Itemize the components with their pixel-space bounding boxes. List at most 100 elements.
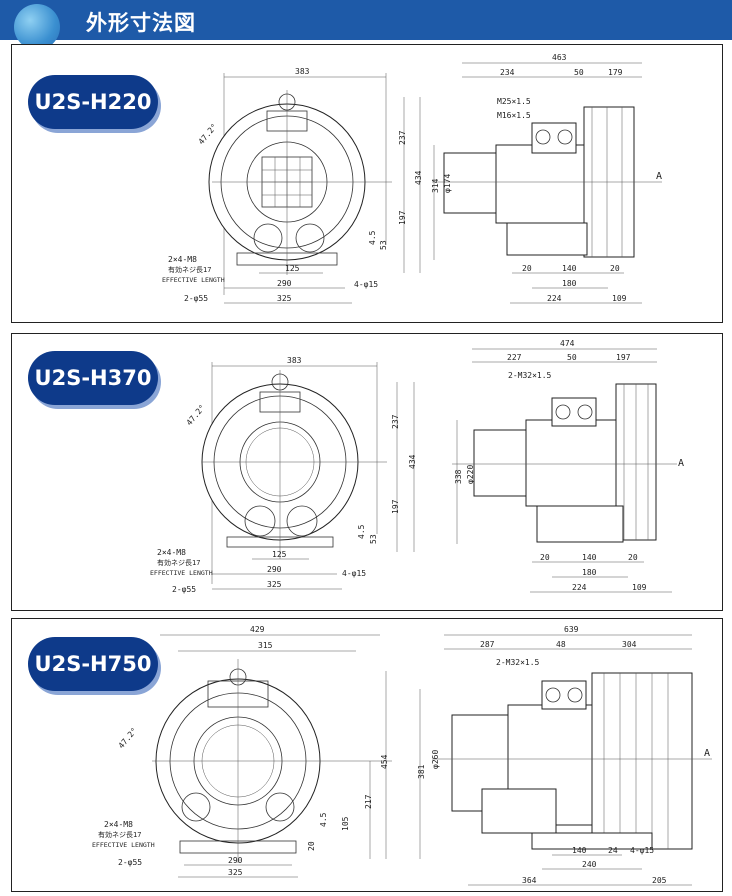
dim-right: 304 — [622, 640, 637, 649]
dim-width: 429 — [250, 625, 265, 634]
hole-dia: 2-φ55 — [172, 585, 196, 594]
effective-length: EFFECTIVE LENGTH — [162, 276, 225, 284]
dim-205: 205 — [652, 876, 667, 885]
dim-290: 290 — [267, 565, 282, 574]
dim-width-inner: 315 — [258, 641, 273, 650]
dim-right: 197 — [616, 353, 631, 362]
dim-20b: 20 — [610, 264, 620, 273]
dim-125: 125 — [272, 550, 287, 559]
hole-dia: 2-φ55 — [118, 858, 142, 867]
dim-width: 383 — [287, 356, 302, 365]
drawing-panel-h370: U2S-H370 383 237 434 197 4.5 53 125 290 … — [11, 333, 723, 611]
dim-total-width: 639 — [564, 625, 579, 634]
dim-height-total: 434 — [408, 454, 417, 469]
motor-dia: φ220 — [466, 465, 475, 484]
dim-height-total: 434 — [414, 170, 423, 185]
model-label: U2S-H220 — [34, 90, 152, 114]
section-header: 外形寸法図 — [0, 0, 732, 50]
section-title: 外形寸法図 — [86, 11, 196, 35]
port-2: M16×1.5 — [497, 111, 531, 120]
thread-length: 有効ネジ長17 — [168, 265, 211, 274]
dim-left: 287 — [480, 640, 495, 649]
drawing-panel-h220: U2S-H220 383 237 434 197 4.5 53 125 290 — [11, 44, 723, 323]
side-view-drawing: 639 287 48 304 2-M32×1.5 381 φ260 A 140 … — [417, 625, 712, 886]
view-label: A — [656, 171, 662, 182]
dim-224: 224 — [572, 583, 587, 592]
dim-240: 240 — [582, 860, 597, 869]
motor-dia: φ260 — [431, 750, 440, 769]
foot-holes: 4-φ15 — [630, 846, 654, 855]
dim-left: 234 — [500, 68, 515, 77]
hole-dia: 2-φ55 — [184, 294, 208, 303]
dim-53: 53 — [369, 534, 378, 544]
dim-109: 109 — [612, 294, 627, 303]
dim-height: 338 — [454, 469, 463, 484]
dim-mid: 48 — [556, 640, 566, 649]
dim-total-width: 463 — [552, 53, 567, 62]
dim-mid: 50 — [567, 353, 577, 362]
side-view-drawing: 463 234 50 179 M25×1.5 M16×1.5 314 φ174 … — [431, 53, 662, 304]
foot-holes: 4-φ15 — [354, 280, 378, 289]
drawing-panel-h750: U2S-H750 429 315 454 217 4.5 105 20 290 … — [11, 618, 723, 892]
dim-20b: 20 — [628, 553, 638, 562]
front-view-drawing: 383 237 434 197 4.5 53 125 290 325 47.2°… — [150, 356, 417, 594]
foot-holes: 4-φ15 — [342, 569, 366, 578]
motor-dia: φ174 — [443, 174, 452, 193]
front-view-drawing: 383 237 434 197 4.5 53 125 290 325 47.2°… — [162, 67, 423, 304]
dim-45: 4.5 — [368, 230, 377, 245]
dim-325: 325 — [267, 580, 282, 589]
dim-height-top: 237 — [391, 414, 400, 429]
port-1: 2-M32×1.5 — [508, 371, 552, 380]
view-label: A — [704, 748, 710, 759]
dim-140: 140 — [572, 846, 587, 855]
dim-20a: 20 — [522, 264, 532, 273]
dim-height-bottom: 197 — [391, 499, 400, 514]
dim-290: 290 — [277, 279, 292, 288]
bolt-spec: 2×4-M8 — [104, 820, 133, 829]
dim-width: 383 — [295, 67, 310, 76]
dim-height-top: 237 — [398, 130, 407, 145]
thread-length: 有効ネジ長17 — [98, 830, 141, 839]
view-label: A — [678, 458, 684, 469]
dim-140: 140 — [562, 264, 577, 273]
dim-height-bottom: 197 — [398, 210, 407, 225]
bolt-spec: 2×4-M8 — [157, 548, 186, 557]
port-1: 2-M32×1.5 — [496, 658, 540, 667]
dim-mid: 50 — [574, 68, 584, 77]
dim-20a: 20 — [540, 553, 550, 562]
header-circle-icon — [14, 4, 60, 50]
dim-53: 53 — [379, 240, 388, 250]
effective-length: EFFECTIVE LENGTH — [92, 841, 155, 849]
thread-length: 有効ネジ長17 — [157, 558, 200, 567]
model-badge: U2S-H370 — [28, 351, 158, 405]
effective-length: EFFECTIVE LENGTH — [150, 569, 213, 577]
dim-total-width: 474 — [560, 339, 575, 348]
dim-224: 224 — [547, 294, 562, 303]
dim-height-total: 454 — [380, 754, 389, 769]
front-view-drawing: 429 315 454 217 4.5 105 20 290 325 47.2°… — [92, 625, 392, 878]
dim-24: 24 — [608, 846, 618, 855]
dim-height: 381 — [417, 764, 426, 779]
dim-left: 227 — [507, 353, 522, 362]
dim-height: 314 — [431, 178, 440, 193]
dim-290: 290 — [228, 856, 243, 865]
dim-height-bottom: 217 — [364, 794, 373, 809]
dim-364: 364 — [522, 876, 537, 885]
dim-45: 4.5 — [319, 812, 328, 827]
dim-125: 125 — [285, 264, 300, 273]
dim-right: 179 — [608, 68, 623, 77]
dim-20: 20 — [307, 841, 316, 851]
dim-180: 180 — [562, 279, 577, 288]
dim-140: 140 — [582, 553, 597, 562]
side-view-drawing: 474 227 50 197 2-M32×1.5 338 φ220 A 20 1… — [452, 339, 684, 593]
dim-45: 4.5 — [357, 524, 366, 539]
dim-180: 180 — [582, 568, 597, 577]
dim-325: 325 — [277, 294, 292, 303]
dim-325: 325 — [228, 868, 243, 877]
bolt-spec: 2×4-M8 — [168, 255, 197, 264]
dim-105: 105 — [341, 816, 350, 831]
model-label: U2S-H370 — [34, 366, 152, 390]
dim-109: 109 — [632, 583, 647, 592]
port-1: M25×1.5 — [497, 97, 531, 106]
model-label: U2S-H750 — [34, 652, 152, 676]
